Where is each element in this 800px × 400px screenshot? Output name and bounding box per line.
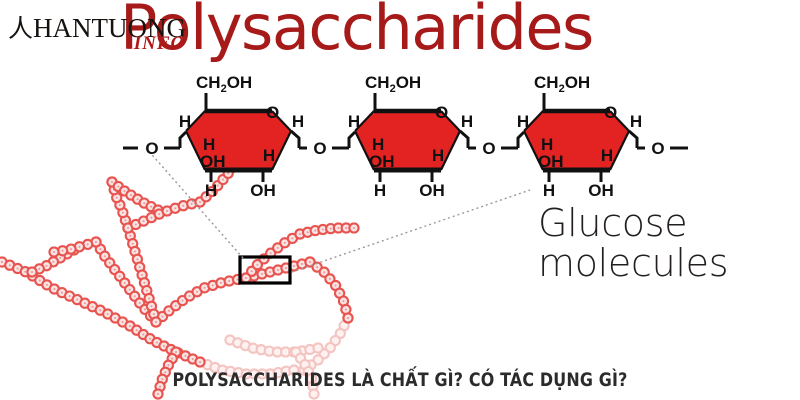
svg-text:H: H	[461, 112, 473, 131]
terminal-bond-left: O	[123, 130, 188, 158]
terminal-bond-right: O	[628, 129, 688, 158]
svg-text:CH2OH: CH2OH	[534, 73, 590, 95]
watermark-suffix: .INFO	[128, 33, 186, 54]
polymer-bead	[312, 342, 324, 354]
svg-text:H: H	[205, 181, 217, 200]
svg-text:H: H	[601, 146, 613, 165]
svg-text:O: O	[482, 139, 495, 158]
svg-text:O: O	[266, 103, 279, 122]
svg-text:OH: OH	[250, 181, 276, 200]
glucose-ring-1: CH2OH O H H OH H H OH H	[179, 73, 304, 200]
watermark-cjk: 人	[8, 16, 34, 43]
glucose-ring-2: CH2OH O H H OH H H OH H	[348, 73, 473, 200]
svg-text:H: H	[432, 146, 444, 165]
watermark-brand-text: HANTUONG	[33, 13, 186, 43]
glycosidic-bridge-2: O	[459, 129, 526, 158]
svg-text:CH2OH: CH2OH	[365, 73, 421, 95]
svg-text:O: O	[604, 103, 617, 122]
svg-text:H: H	[630, 112, 642, 131]
svg-text:O: O	[651, 139, 664, 158]
polymer-bead	[342, 312, 354, 324]
svg-text:H: H	[372, 135, 384, 154]
svg-text:H: H	[203, 135, 215, 154]
svg-text:H: H	[263, 146, 275, 165]
svg-text:OH: OH	[538, 152, 564, 171]
glucose-label-line-2: molecules	[538, 241, 729, 285]
callout-line-right	[291, 189, 531, 273]
polymer-network	[0, 142, 360, 400]
svg-text:O: O	[145, 139, 158, 158]
polymer-beads	[0, 142, 360, 400]
glucose-chain: O CH2OH	[123, 73, 688, 200]
svg-text:H: H	[348, 112, 360, 131]
glucose-label-line-1: Glucose	[538, 201, 688, 245]
svg-text:O: O	[435, 103, 448, 122]
svg-text:CH2OH: CH2OH	[196, 73, 252, 95]
svg-text:H: H	[374, 181, 386, 200]
svg-text:H: H	[292, 112, 304, 131]
polymer-bead	[348, 222, 360, 234]
glycosidic-bridge-1: O	[290, 129, 357, 158]
glucose-molecules-label: Glucose molecules	[538, 201, 729, 285]
svg-text:H: H	[541, 135, 553, 154]
svg-text:OH: OH	[200, 152, 226, 171]
svg-text:H: H	[543, 181, 555, 200]
polymer-bead	[26, 266, 38, 278]
highlight-box	[238, 255, 292, 285]
svg-text:H: H	[179, 112, 191, 131]
polymer-bead	[48, 246, 60, 258]
svg-text:H: H	[517, 112, 529, 131]
svg-text:O: O	[313, 139, 326, 158]
watermark-brand: 人HANTUONG	[8, 9, 186, 45]
svg-text:OH: OH	[369, 152, 395, 171]
glucose-ring-3: CH2OH O H H OH H H OH H	[517, 73, 642, 200]
svg-text:OH: OH	[419, 181, 445, 200]
polymer-bead	[150, 316, 162, 328]
svg-text:OH: OH	[588, 181, 614, 200]
polymer-bead	[194, 356, 206, 368]
page-title: Polysaccharides	[120, 0, 594, 64]
image-caption: POLYSACCHARIDES LÀ CHẤT GÌ? CÓ TÁC DỤNG …	[172, 369, 628, 391]
